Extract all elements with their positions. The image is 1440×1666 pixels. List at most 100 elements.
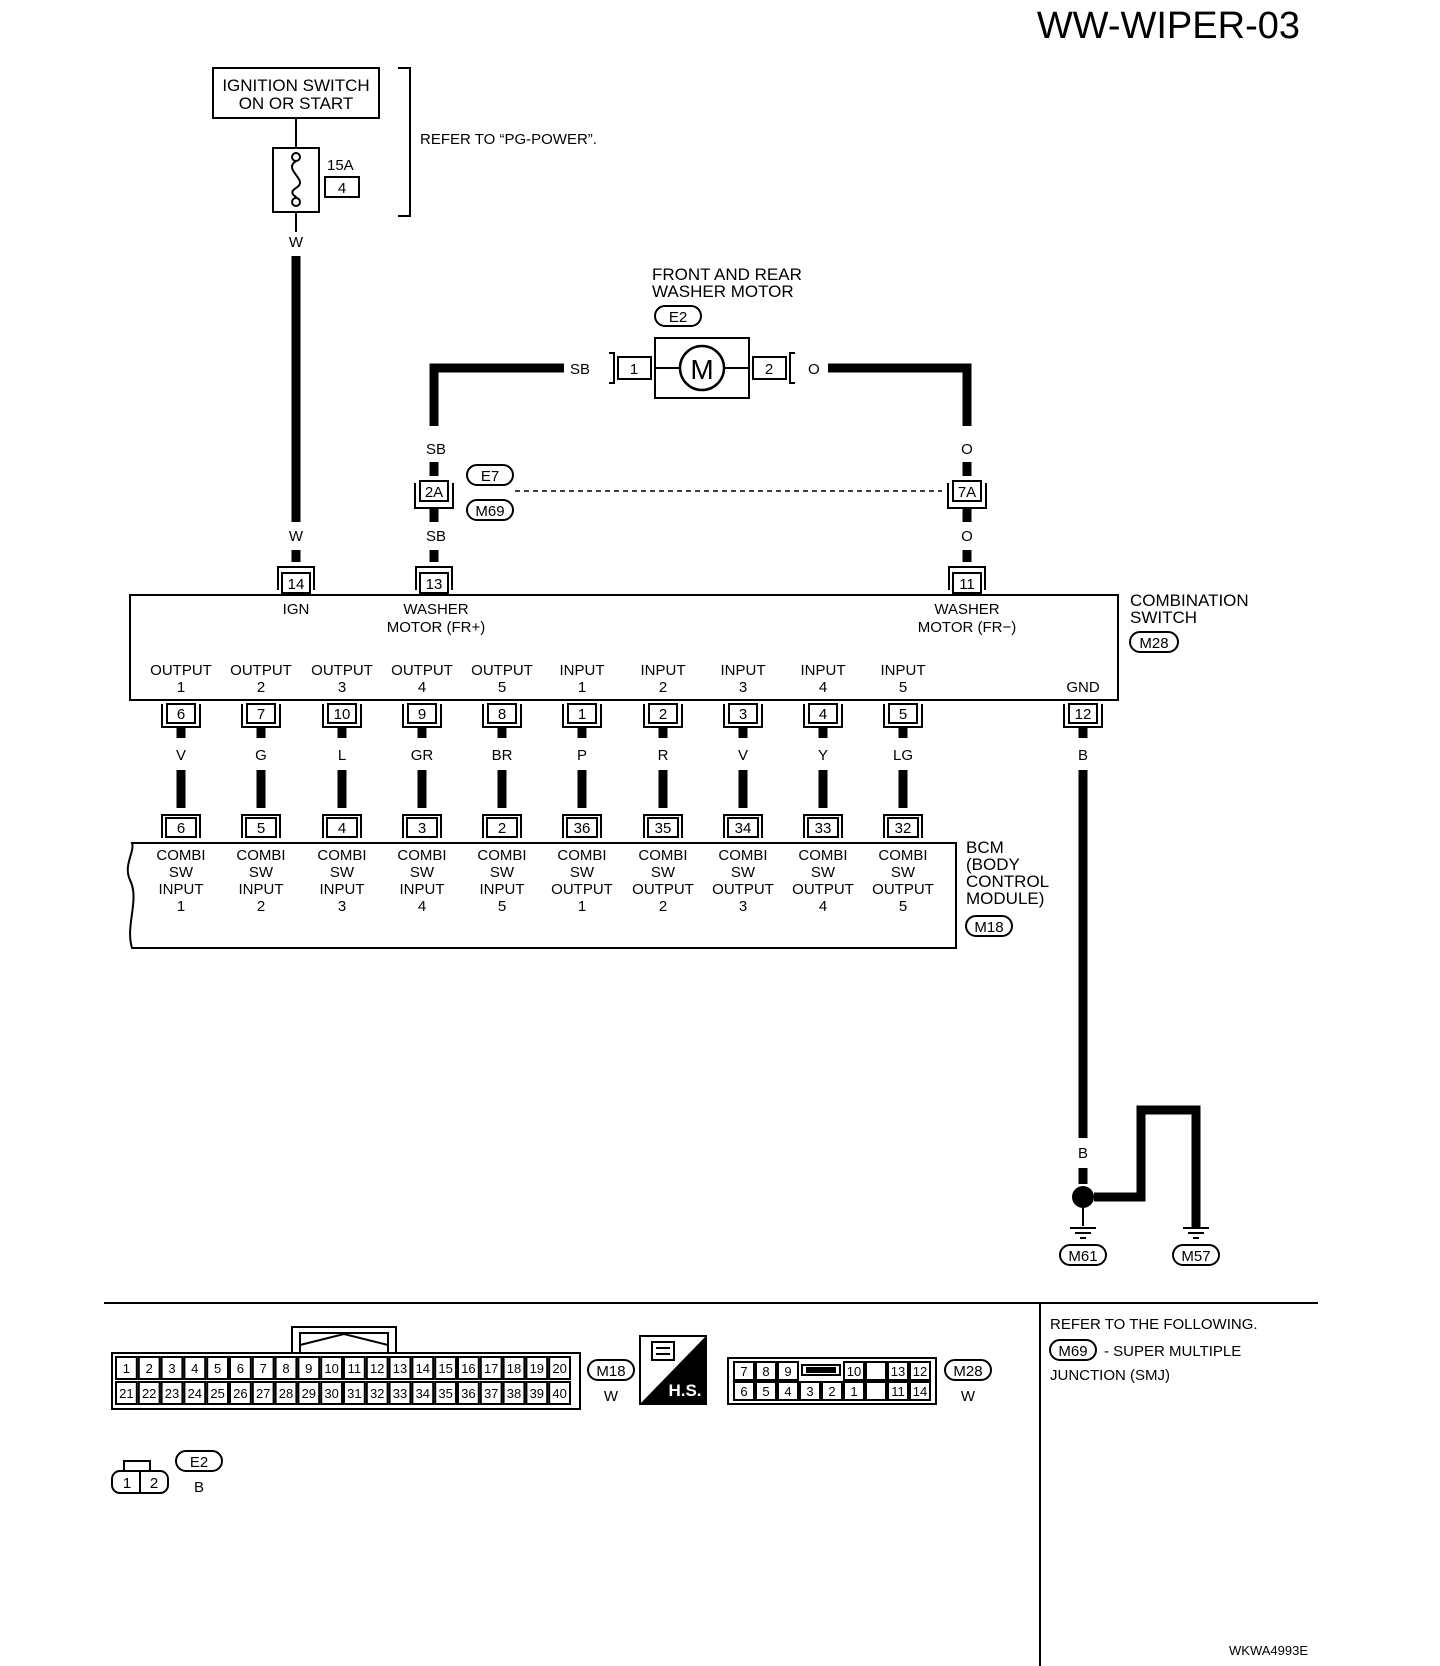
bcm-pin-number: 33 bbox=[815, 820, 832, 837]
combi-pin-label-type: OUTPUT bbox=[471, 662, 533, 679]
m18-pin: 23 bbox=[165, 1386, 179, 1401]
m28-pin: 13 bbox=[891, 1364, 905, 1379]
bcm-pin-label: INPUT bbox=[159, 881, 204, 898]
wire-sb-upper bbox=[429, 363, 564, 426]
m28-pin: 8 bbox=[762, 1364, 769, 1379]
bcm-pin-number: 36 bbox=[574, 820, 591, 837]
washer-motor: M 1 2 bbox=[609, 337, 795, 399]
bcm-connector: M18 bbox=[974, 919, 1003, 936]
m18-pin: 36 bbox=[461, 1386, 475, 1401]
combi-label-washer-fr-minus-1: WASHER bbox=[934, 601, 999, 618]
bcm-pin-label: SW bbox=[651, 864, 676, 881]
m18-pin: 38 bbox=[507, 1386, 521, 1401]
bcm-pin-label: SW bbox=[169, 864, 194, 881]
combi-bottom-pins: OUTPUT16VOUTPUT27GOUTPUT310LOUTPUT49GROU… bbox=[150, 662, 926, 808]
bcm-pin-label: SW bbox=[570, 864, 595, 881]
hs-badge: H.S. bbox=[639, 1335, 707, 1405]
wire-o-label-1: O bbox=[808, 361, 820, 378]
m18-pin: 13 bbox=[393, 1361, 407, 1376]
wire-o-label-2: O bbox=[961, 441, 973, 458]
bcm-pin-label: COMBI bbox=[317, 847, 366, 864]
bcm-pin-label: COMBI bbox=[477, 847, 526, 864]
m18-id: M18 bbox=[596, 1363, 625, 1380]
m18-pin: 16 bbox=[461, 1361, 475, 1376]
combi-pin-label-type: INPUT bbox=[641, 662, 686, 679]
combi-pin-label-type: OUTPUT bbox=[391, 662, 453, 679]
motor-pin-1: 1 bbox=[630, 361, 638, 378]
combi-pin-label-num: 2 bbox=[257, 679, 265, 696]
combi-pin-number: 7 bbox=[257, 706, 265, 723]
bcm-pin-label: COMBI bbox=[798, 847, 847, 864]
m18-pin: 32 bbox=[370, 1386, 384, 1401]
bcm-pin-label: 3 bbox=[739, 898, 747, 915]
m18-pin: 11 bbox=[348, 1361, 362, 1376]
m18-pin: 8 bbox=[282, 1361, 289, 1376]
combi-pin-label-type: INPUT bbox=[721, 662, 766, 679]
combi-pin-number: 3 bbox=[739, 706, 747, 723]
combi-pin-label-num: 3 bbox=[739, 679, 747, 696]
ground-symbol-m61 bbox=[1070, 1227, 1096, 1239]
bcm-pin-label: SW bbox=[891, 864, 916, 881]
wire-color-label: V bbox=[738, 747, 748, 764]
m18-pin: 6 bbox=[237, 1361, 244, 1376]
ground-wire-label-1: B bbox=[1078, 1145, 1088, 1162]
m18-pin: 37 bbox=[484, 1386, 498, 1401]
combi-label-washer-fr-plus-1: WASHER bbox=[403, 601, 468, 618]
bcm-name-1: BCM bbox=[966, 838, 1004, 857]
combi-pin-label-type: INPUT bbox=[801, 662, 846, 679]
washer-motor-label-1: FRONT AND REAR bbox=[652, 265, 802, 284]
m18-pin: 9 bbox=[305, 1361, 312, 1376]
bcm-pin-label: 4 bbox=[418, 898, 426, 915]
m18-pin: 33 bbox=[393, 1386, 407, 1401]
bcm-pin-label: COMBI bbox=[156, 847, 205, 864]
wire-o-label-3: O bbox=[961, 528, 973, 545]
bcm-pin-label: 1 bbox=[578, 898, 586, 915]
m18-pin: 20 bbox=[552, 1361, 566, 1376]
bcm-pin-label: 3 bbox=[338, 898, 346, 915]
bcm-pin-label: 5 bbox=[899, 898, 907, 915]
wire-sb-label-2: SB bbox=[426, 441, 446, 458]
bcm-pin-number: 32 bbox=[895, 820, 912, 837]
bcm-pin-label: OUTPUT bbox=[712, 881, 774, 898]
fuse-15a: 15A 4 bbox=[272, 147, 360, 213]
wire-w-bottom: W bbox=[289, 528, 304, 545]
combi-switch-name-1: COMBINATION bbox=[1130, 591, 1249, 610]
m18-pin: 19 bbox=[530, 1361, 544, 1376]
joint-connector-m69: M69 bbox=[475, 503, 504, 520]
combi-pin-label-num: 3 bbox=[338, 679, 346, 696]
bcm-pins: 6COMBISWINPUT15COMBISWINPUT24COMBISWINPU… bbox=[156, 814, 934, 915]
harness-joint-right: 7A bbox=[947, 462, 987, 522]
m18-pin: 28 bbox=[279, 1386, 293, 1401]
wire-color-label: GR bbox=[411, 747, 434, 764]
bcm-pin-label: COMBI bbox=[557, 847, 606, 864]
bcm-pin-label: 1 bbox=[177, 898, 185, 915]
joint-connector-e7: E7 bbox=[481, 468, 499, 485]
m18-pin: 34 bbox=[416, 1386, 430, 1401]
m18-pin: 30 bbox=[324, 1386, 338, 1401]
combi-pin-12: 12 bbox=[1075, 706, 1092, 723]
bcm-pin-label: SW bbox=[330, 864, 355, 881]
figure-code: WKWA4993E bbox=[1229, 1643, 1308, 1658]
bcm-pin-label: OUTPUT bbox=[792, 881, 854, 898]
bcm-pin-label: 5 bbox=[498, 898, 506, 915]
ground-m61: M61 bbox=[1068, 1248, 1097, 1265]
wire-color-label: Y bbox=[818, 747, 828, 764]
bcm-pin-number: 4 bbox=[338, 820, 346, 837]
washer-motor-connector: E2 bbox=[669, 309, 687, 326]
refer-bracket bbox=[398, 67, 411, 217]
combi-top-pin-11: 11 WASHER MOTOR (FR−) bbox=[918, 566, 1016, 636]
m18-pin: 1 bbox=[123, 1361, 130, 1376]
m18-pin: 22 bbox=[142, 1386, 156, 1401]
m18-pin: 4 bbox=[191, 1361, 198, 1376]
